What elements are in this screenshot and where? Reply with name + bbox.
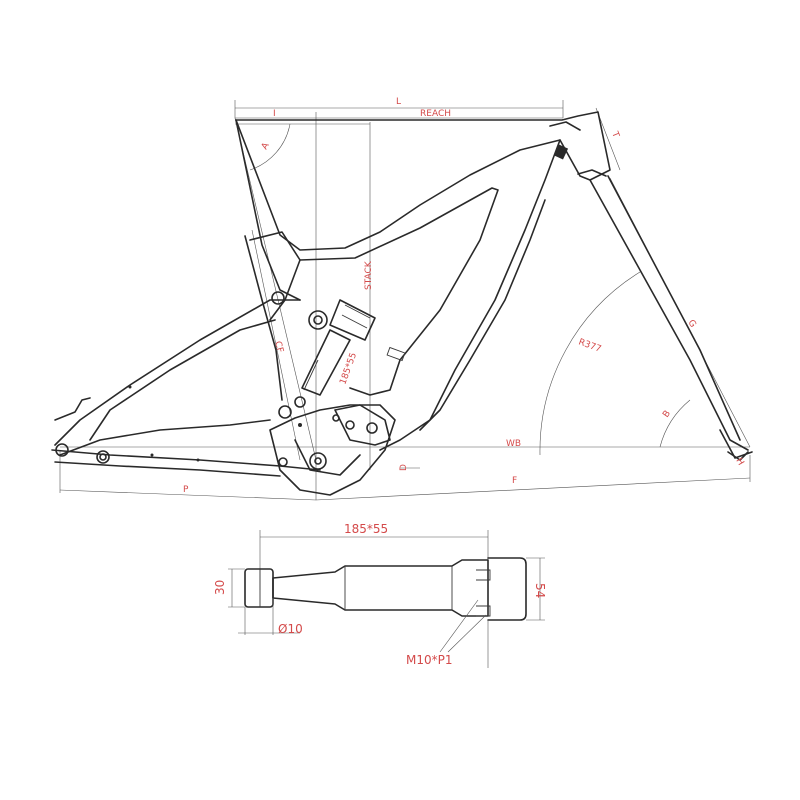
label-a: A xyxy=(260,140,272,151)
pivots xyxy=(55,121,749,470)
shock xyxy=(301,299,406,396)
label-wb: WB xyxy=(506,439,521,449)
label-b: B xyxy=(661,409,673,420)
detail-height-right: 54 xyxy=(533,583,547,598)
label-f: F xyxy=(512,476,517,486)
label-cf: CF xyxy=(272,340,285,354)
label-h: H xyxy=(733,457,745,468)
dimension-lines xyxy=(59,100,751,501)
label-d: D xyxy=(399,464,409,471)
label-t: T xyxy=(609,129,621,139)
label-g: G xyxy=(685,318,697,329)
detail-thread: M10*P1 xyxy=(406,653,453,667)
label-stack: STACK xyxy=(364,260,374,290)
detail-length: 185*55 xyxy=(344,522,388,536)
angle-arcs xyxy=(249,123,691,456)
detail-height-left: 30 xyxy=(213,580,227,595)
dimension-labels: L I REACH T A STACK CF 185*55 R377 G B W… xyxy=(183,97,745,495)
label-r377: R377 xyxy=(577,337,602,354)
detail-bolt: Ø10 xyxy=(278,622,303,636)
label-p: P xyxy=(183,485,189,495)
label-l: L xyxy=(396,97,401,107)
label-i: I xyxy=(273,109,276,119)
shock-detail: 185*55 30 54 Ø10 M10*P1 xyxy=(213,522,547,668)
main-frame xyxy=(51,111,753,496)
label-reach: REACH xyxy=(420,109,451,119)
